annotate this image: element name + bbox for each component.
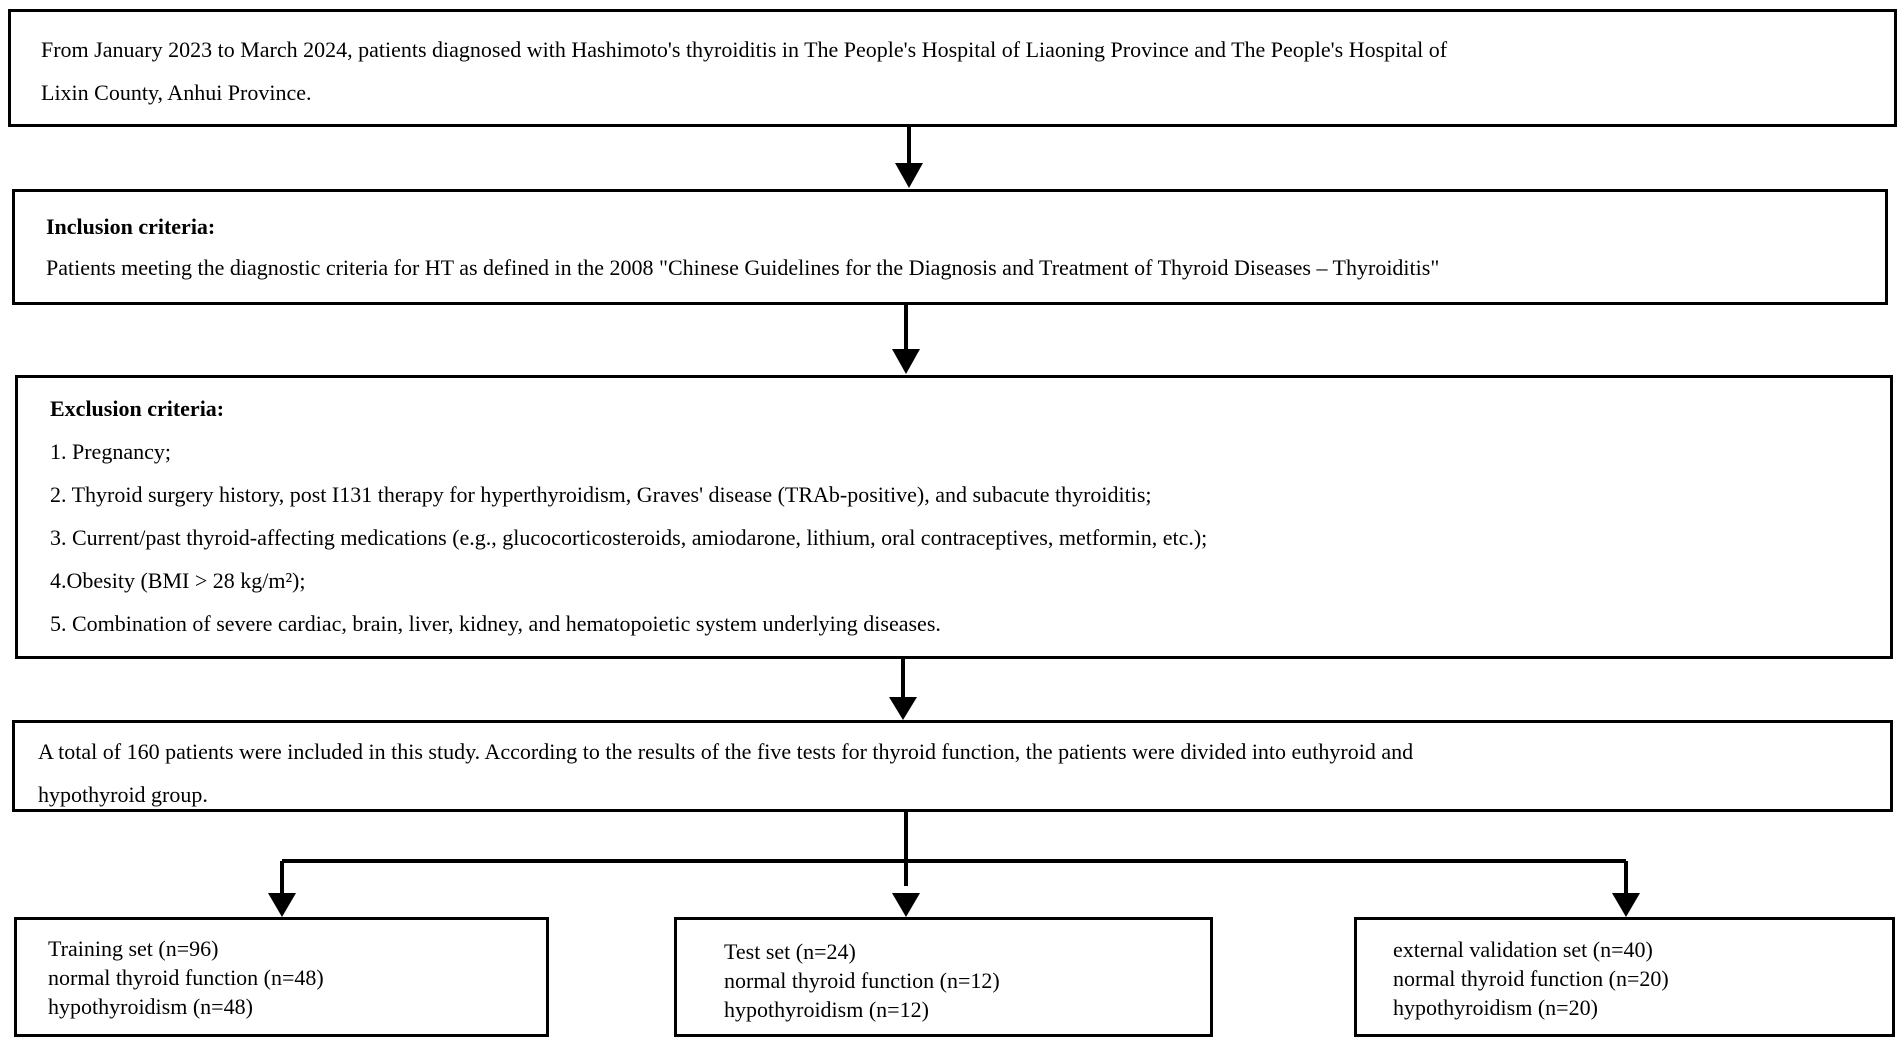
exclusion-criteria-box: Exclusion criteria: 1. Pregnancy; 2. Thy…: [15, 375, 1893, 659]
total-line-2: hypothyroid group.: [38, 782, 208, 807]
source-line-2: Lixin County, Anhui Province.: [41, 80, 312, 105]
external-hypothyroidism: hypothyroidism (n=20): [1393, 995, 1598, 1020]
external-normal-thyroid: normal thyroid function (n=20): [1393, 966, 1669, 991]
arrowhead-inclusion: [895, 163, 923, 188]
training-set-title: Training set (n=96): [48, 936, 219, 961]
source-line-1: From January 2023 to March 2024, patient…: [41, 37, 1448, 62]
training-set-box: Training set (n=96) normal thyroid funct…: [14, 917, 549, 1037]
exclusion-item-5: 5. Combination of severe cardiac, brain,…: [50, 611, 941, 636]
exclusion-item-1: 1. Pregnancy;: [50, 439, 171, 464]
training-hypothyroidism: hypothyroidism (n=48): [48, 994, 253, 1019]
exclusion-heading: Exclusion criteria:: [50, 396, 225, 421]
source-box: From January 2023 to March 2024, patient…: [8, 9, 1897, 127]
test-hypothyroidism: hypothyroidism (n=12): [724, 997, 929, 1022]
exclusion-item-3: 3. Current/past thyroid-affecting medica…: [50, 525, 1208, 550]
inclusion-text: Patients meeting the diagnostic criteria…: [46, 255, 1440, 280]
test-set-box: Test set (n=24) normal thyroid function …: [674, 917, 1213, 1037]
arrowhead-training: [268, 893, 296, 917]
exclusion-item-2: 2. Thyroid surgery history, post I131 th…: [50, 482, 1152, 507]
exclusion-item-4: 4.Obesity (BMI > 28 kg/m²);: [50, 568, 306, 593]
arrowhead-exclusion: [892, 349, 920, 374]
arrowhead-test: [892, 893, 920, 917]
external-validation-set-box: external validation set (n=40) normal th…: [1354, 917, 1895, 1037]
arrowhead-total: [889, 697, 917, 720]
arrowhead-external: [1612, 893, 1640, 917]
external-validation-title: external validation set (n=40): [1393, 937, 1653, 962]
inclusion-heading: Inclusion criteria:: [46, 214, 216, 239]
total-line-1: A total of 160 patients were included in…: [38, 739, 1414, 764]
inclusion-criteria-box: Inclusion criteria: Patients meeting the…: [12, 189, 1888, 305]
training-normal-thyroid: normal thyroid function (n=48): [48, 965, 324, 990]
test-normal-thyroid: normal thyroid function (n=12): [724, 968, 1000, 993]
total-patients-box: A total of 160 patients were included in…: [12, 720, 1893, 812]
test-set-title: Test set (n=24): [724, 939, 856, 964]
